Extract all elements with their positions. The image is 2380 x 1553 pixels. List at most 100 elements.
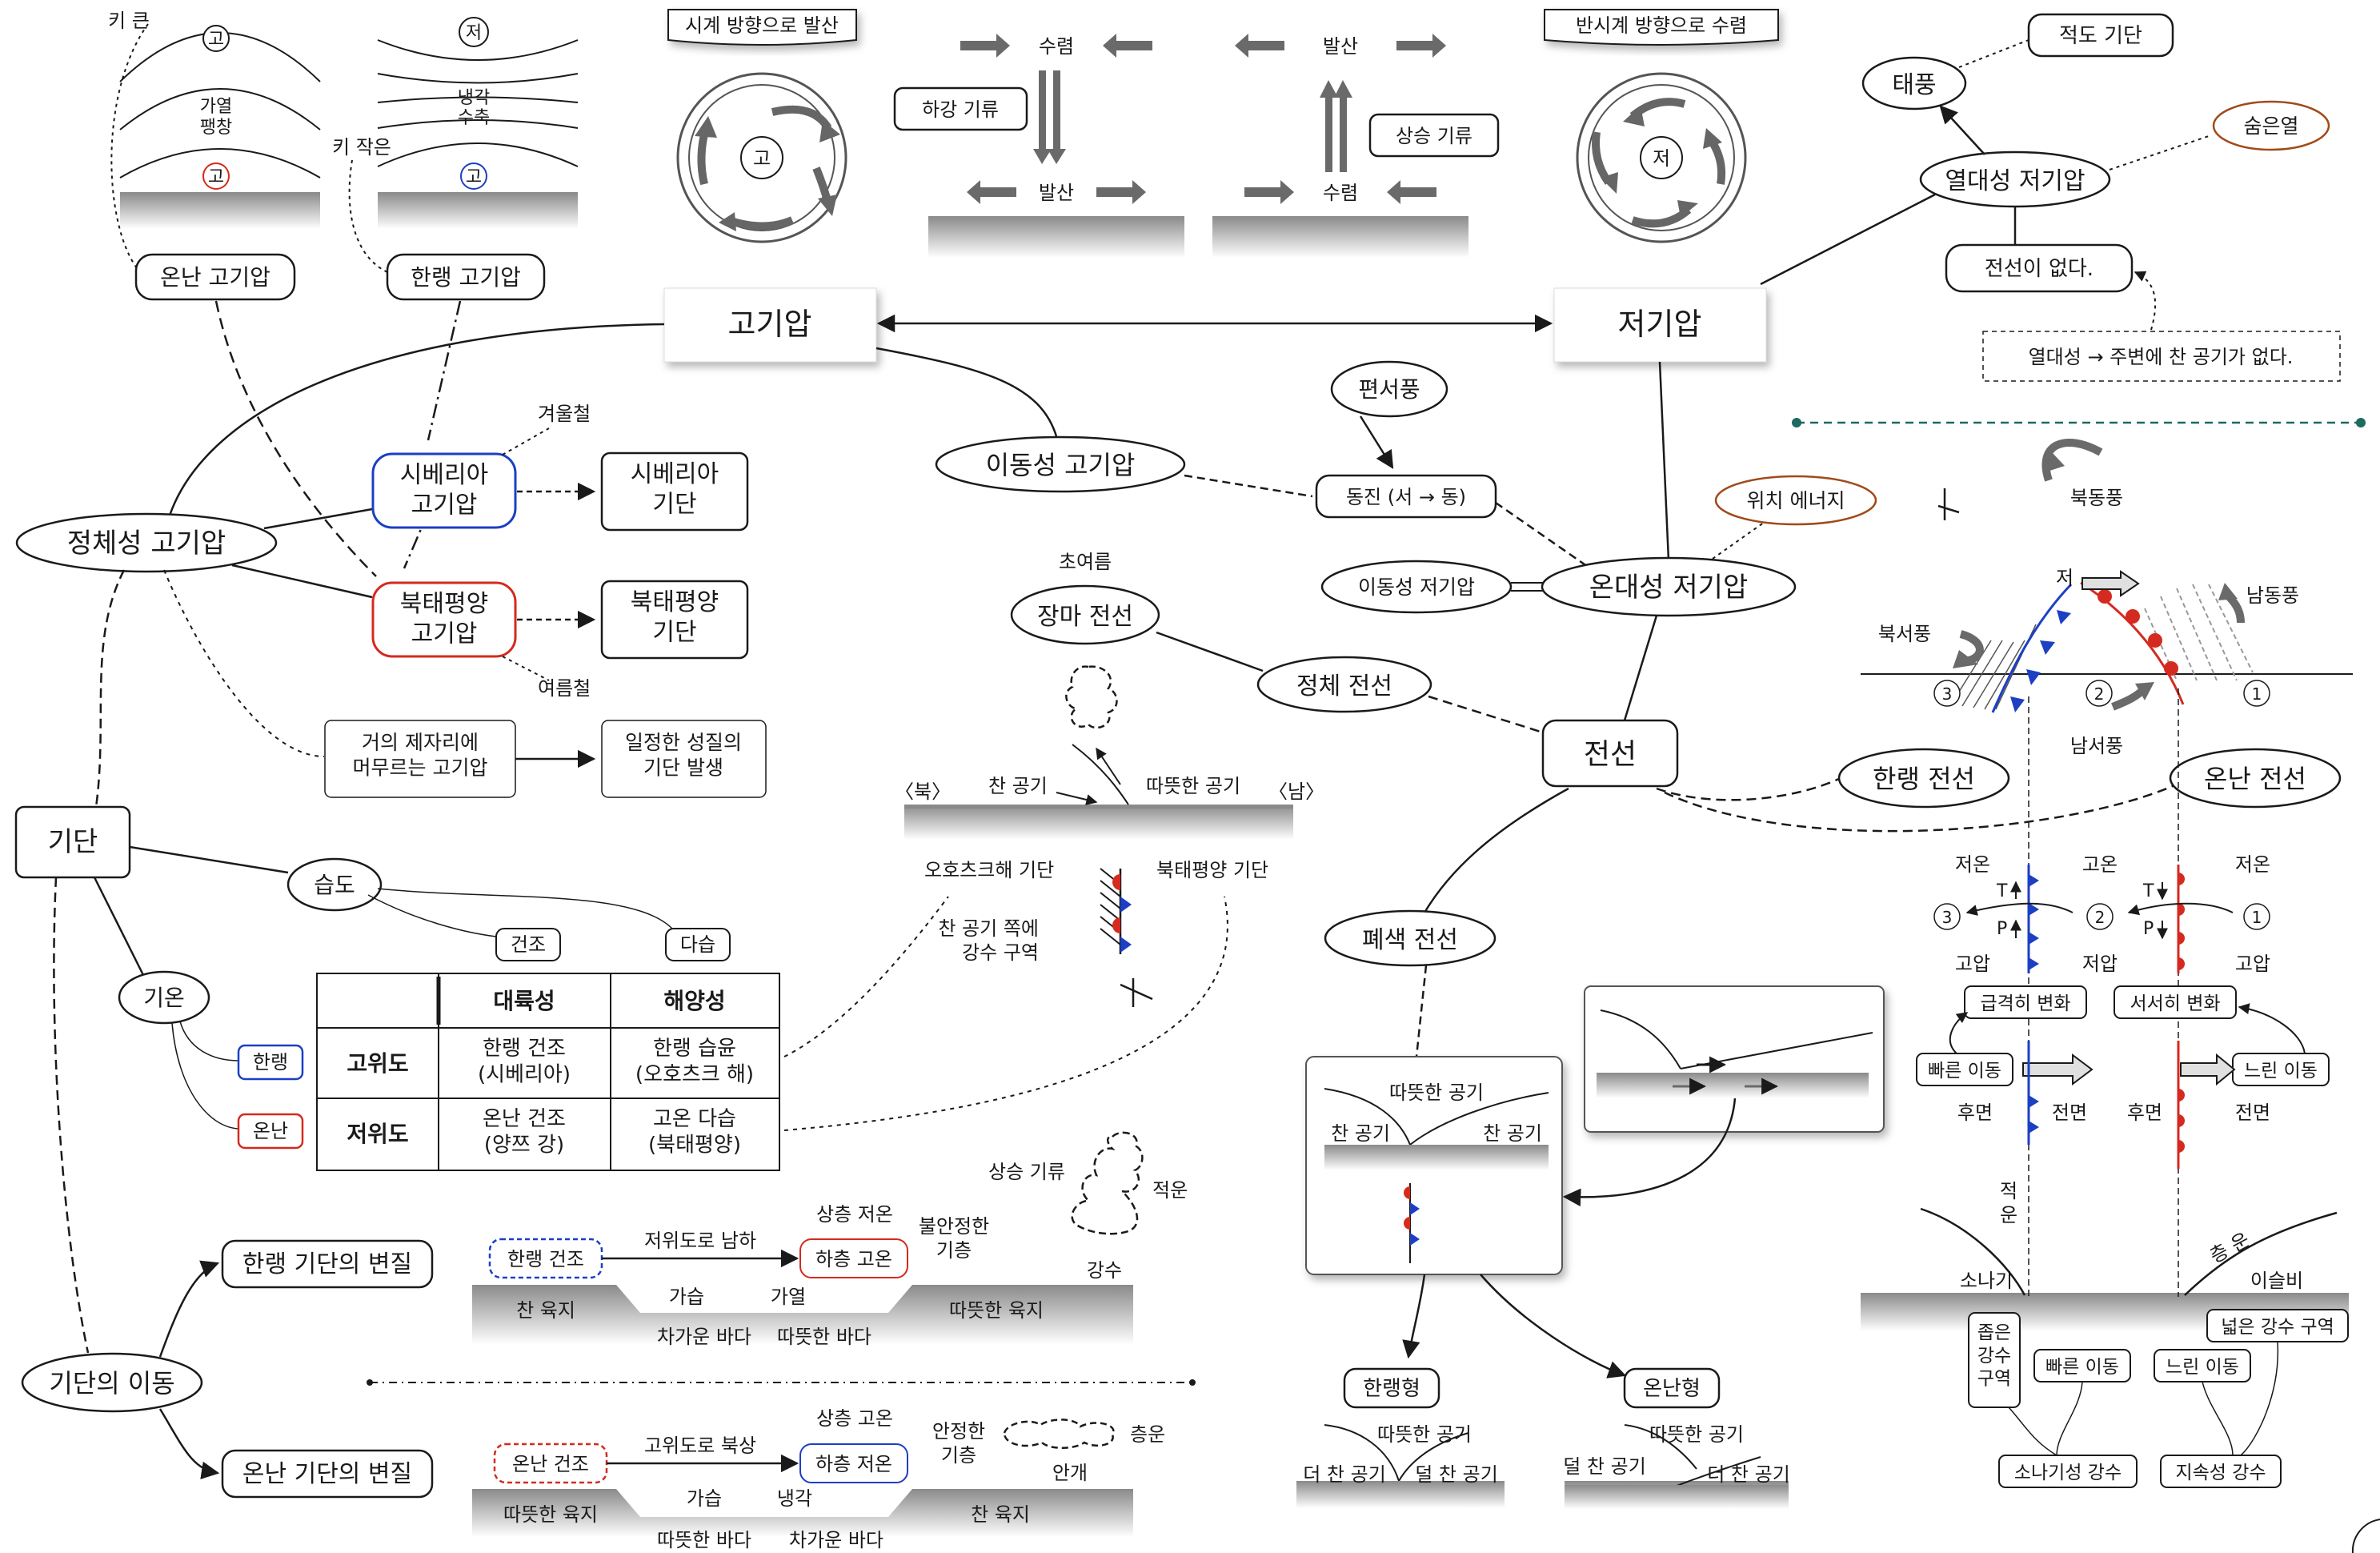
cold-sea-label-2: 차가운 바다 bbox=[789, 1529, 883, 1551]
cold-air-label-mid: 찬 공기 bbox=[988, 775, 1048, 797]
temperature-node[interactable]: 기온 bbox=[119, 972, 209, 1023]
equatorial-mass-node[interactable]: 적도 기단 bbox=[2029, 14, 2173, 56]
cyclone-node[interactable]: 저기압 bbox=[1554, 288, 1766, 362]
svg-text:3: 3 bbox=[1942, 684, 1953, 704]
occluded-front-node[interactable]: 폐색 전선 bbox=[1325, 911, 1495, 965]
warm-high-node[interactable]: 온난 고기압 bbox=[136, 255, 294, 299]
dry-node[interactable]: 건조 bbox=[496, 929, 560, 961]
svg-text:저: 저 bbox=[1653, 147, 1670, 170]
anticyclone-node[interactable]: 고기압 bbox=[664, 288, 876, 362]
midlat-cyclone-node[interactable]: 온대성 저기압 bbox=[1542, 558, 1795, 616]
svg-text:온난 전선: 온난 전선 bbox=[2204, 764, 2306, 794]
downdraft-top-label: 수렴 bbox=[1039, 35, 1074, 58]
wide-precip-node[interactable]: 넓은 강수 구역 bbox=[2207, 1310, 2348, 1342]
temperature-to-cold bbox=[180, 1021, 238, 1061]
cold-node[interactable]: 한랭 bbox=[238, 1045, 303, 1079]
cold-front-node[interactable]: 한랭 전선 bbox=[1839, 749, 2009, 807]
cold-high-node[interactable]: 한랭 고기압 bbox=[387, 255, 544, 299]
stationary-front-node[interactable]: 정체 전선 bbox=[1258, 657, 1431, 712]
stationary-front-symbol bbox=[1100, 869, 1132, 954]
npacific-label-mid: 북태평양 기단 bbox=[1156, 859, 1268, 881]
svg-text:전선이 없다.: 전선이 없다. bbox=[1985, 257, 2094, 281]
stationary-high-node[interactable]: 정체성 고기압 bbox=[17, 514, 276, 572]
fast-move-node[interactable]: 빠른 이동 bbox=[1917, 1053, 2013, 1085]
lower-warm-node[interactable]: 하층 고온 bbox=[800, 1239, 908, 1278]
lower-cold-node[interactable]: 하층 저온 bbox=[800, 1444, 908, 1483]
warm-mod-node[interactable]: 온난 기단의 변질 bbox=[222, 1451, 432, 1497]
potential-energy-node[interactable]: 위치 에너지 bbox=[1716, 476, 1876, 524]
shower-node[interactable]: 소나기성 강수 bbox=[1999, 1455, 2137, 1487]
slow-move-node[interactable]: 느린 이동 bbox=[2233, 1053, 2329, 1085]
monsoon-front-node[interactable]: 장마 전선 bbox=[1012, 586, 1159, 644]
svg-text:열대성 → 주변에 찬 공기가 없다.: 열대성 → 주변에 찬 공기가 없다. bbox=[2029, 346, 2294, 368]
warm-dry-node[interactable]: 온난 건조 bbox=[495, 1444, 607, 1483]
anticyclone-diagram: 고 bbox=[678, 74, 846, 242]
front-node[interactable]: 전선 bbox=[1543, 720, 1677, 786]
latent-heat-node[interactable]: 숨은열 bbox=[2214, 102, 2329, 150]
low-label-top: 저 bbox=[466, 23, 482, 43]
typhoon-node[interactable]: 태풍 bbox=[1863, 58, 1965, 109]
cold-mod-node[interactable]: 한랭 기단의 변질 bbox=[222, 1241, 432, 1287]
warm-type-node[interactable]: 온난형 bbox=[1625, 1369, 1719, 1407]
svg-text:하강 기류: 하강 기류 bbox=[922, 98, 999, 121]
air-mass-node[interactable]: 기단 bbox=[16, 807, 130, 877]
P-left: P bbox=[1997, 919, 2007, 939]
continuous-node[interactable]: 지속성 강수 bbox=[2161, 1455, 2281, 1487]
fast-to-abrupt bbox=[1950, 1013, 1967, 1053]
slow2-node[interactable]: 느린 이동 bbox=[2154, 1350, 2250, 1382]
warm-sea-label-1: 따뜻한 바다 bbox=[777, 1326, 871, 1348]
mass-movement-node[interactable]: 기단의 이동 bbox=[22, 1354, 202, 1411]
westerlies-node[interactable]: 편서풍 bbox=[1332, 362, 1447, 416]
high-label-bottom: 고 bbox=[208, 167, 224, 187]
tropical-cyclone-node[interactable]: 열대성 저기압 bbox=[1921, 152, 2110, 207]
low-temp-3: 저온 bbox=[1955, 853, 1990, 876]
downdraft-node[interactable]: 하강 기류 bbox=[895, 88, 1027, 130]
svg-text:정체 전선: 정체 전선 bbox=[1296, 672, 1392, 700]
humidity-node[interactable]: 습도 bbox=[288, 859, 381, 910]
occl-cold-air-right: 찬 공기 bbox=[1483, 1122, 1542, 1145]
stratus-shape bbox=[1004, 1419, 1113, 1447]
unstable-label: 불안정한기층 bbox=[919, 1215, 989, 1262]
typhoon-to-equatorial bbox=[1959, 38, 2033, 67]
okhotsk-label: 오호츠크해 기단 bbox=[924, 859, 1054, 881]
warm-type-less-cold: 덜 찬 공기 bbox=[1563, 1455, 1646, 1478]
cyclone-diagram: 저 bbox=[1577, 74, 1745, 242]
migratory-low-node[interactable]: 이동성 저기압 bbox=[1322, 561, 1511, 612]
svg-text:태풍: 태풍 bbox=[1892, 71, 1936, 99]
stationary-to-npacific bbox=[232, 565, 372, 597]
rear-label-2: 후면 bbox=[2127, 1102, 2162, 1124]
cold-dry-node[interactable]: 한랭 건조 bbox=[490, 1239, 602, 1278]
svg-text:지속성 강수: 지속성 강수 bbox=[2175, 1463, 2266, 1483]
table-cell-11: 한랭 건조(시베리아) bbox=[478, 1037, 571, 1087]
fast2-node[interactable]: 빠른 이동 bbox=[2034, 1350, 2130, 1382]
P-right: P bbox=[2143, 919, 2154, 939]
svg-text:서서히 변화: 서서히 변화 bbox=[2130, 993, 2220, 1014]
svg-text:한랭 고기압: 한랭 고기압 bbox=[411, 264, 521, 291]
humid-node[interactable]: 다습 bbox=[666, 929, 730, 961]
table-row-low-lat: 저위도 bbox=[347, 1121, 408, 1147]
gradual-change-node[interactable]: 서서히 변화 bbox=[2114, 986, 2236, 1018]
updraft-node[interactable]: 상승 기류 bbox=[1370, 114, 1498, 156]
no-front-node[interactable]: 전선이 없다. bbox=[1946, 245, 2132, 291]
cyclone-to-tropical bbox=[1761, 195, 1935, 284]
winter-label: 겨울철 bbox=[538, 403, 591, 425]
migratory-high-node[interactable]: 이동성 고기압 bbox=[936, 437, 1184, 492]
eastward-node[interactable]: 동진 (서 → 동) bbox=[1316, 476, 1496, 517]
svg-text:온대성 저기압: 온대성 저기압 bbox=[1589, 572, 1749, 604]
svg-text:1: 1 bbox=[2252, 908, 2262, 927]
abrupt-change-node[interactable]: 급격히 변화 bbox=[1965, 986, 2086, 1018]
cold-type-node[interactable]: 한랭형 bbox=[1344, 1369, 1439, 1407]
warm-node[interactable]: 온난 bbox=[238, 1114, 303, 1148]
occl-cold-air-left: 찬 공기 bbox=[1331, 1122, 1390, 1145]
teal-divider bbox=[1792, 418, 2366, 427]
cumulonimbus-label: 적운 bbox=[2000, 1180, 2017, 1226]
stable-label: 안정한기층 bbox=[932, 1420, 985, 1467]
svg-text:느린 이동: 느린 이동 bbox=[2244, 1061, 2318, 1081]
warm-front-node[interactable]: 온난 전선 bbox=[2170, 749, 2340, 807]
svg-text:온난형: 온난형 bbox=[1643, 1377, 1701, 1401]
